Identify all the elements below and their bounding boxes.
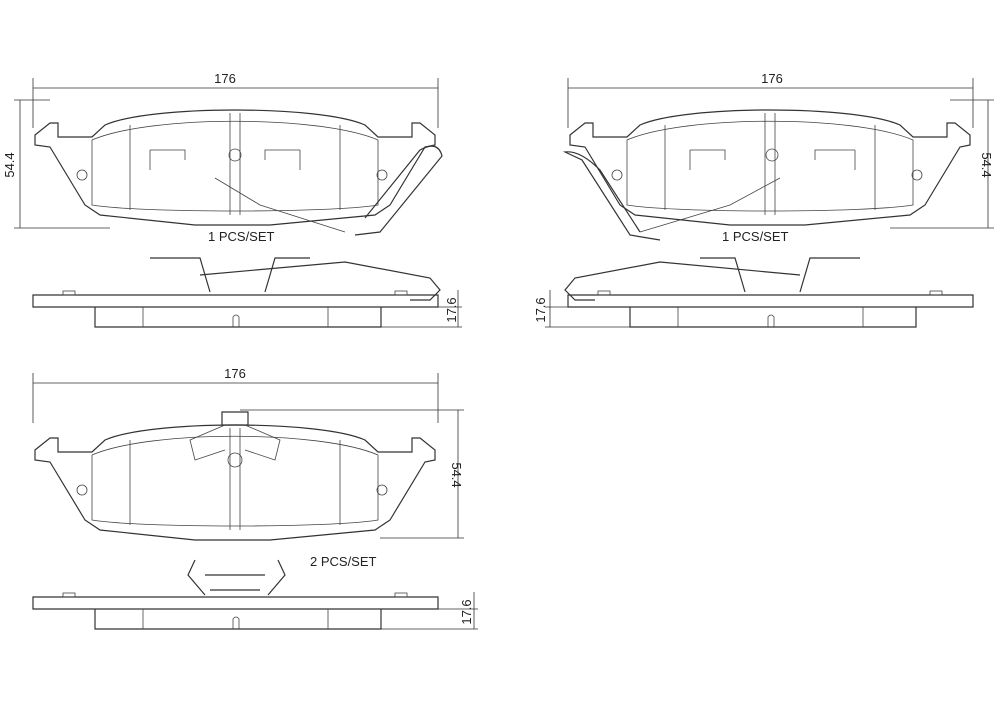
width-dimension-label: 176 <box>224 366 246 381</box>
side-clip <box>150 257 441 301</box>
wear-clip <box>562 151 661 241</box>
side-clip <box>564 257 860 301</box>
height-dimension-label: 54.4 <box>449 462 464 487</box>
height-dimension-label: 54.4 <box>2 152 17 177</box>
height-dimension-label: 54.4 <box>979 152 994 177</box>
quantity-label: 1 PCS/SET <box>208 229 275 244</box>
quantity-label: 1 PCS/SET <box>722 229 789 244</box>
thickness-dimension-label: 17.6 <box>459 599 474 624</box>
pad-front-right: 176 54.4 1 PCS/SET 17.6 <box>533 71 994 328</box>
side-clip <box>187 559 286 596</box>
width-dimension-label: 176 <box>761 71 783 86</box>
width-dimension-label: 176 <box>214 71 236 86</box>
spring-clip <box>221 411 249 426</box>
wear-clip <box>354 145 443 236</box>
quantity-label: 2 PCS/SET <box>310 554 377 569</box>
pad-front-left: 176 54.4 1 PCS/SET 17.6 <box>2 71 462 328</box>
thickness-dimension-label: 17.6 <box>444 297 459 322</box>
pad-rear: 176 54.4 2 PCS/SET 17.6 <box>32 366 478 630</box>
thickness-dimension-label: 17.6 <box>533 297 548 322</box>
